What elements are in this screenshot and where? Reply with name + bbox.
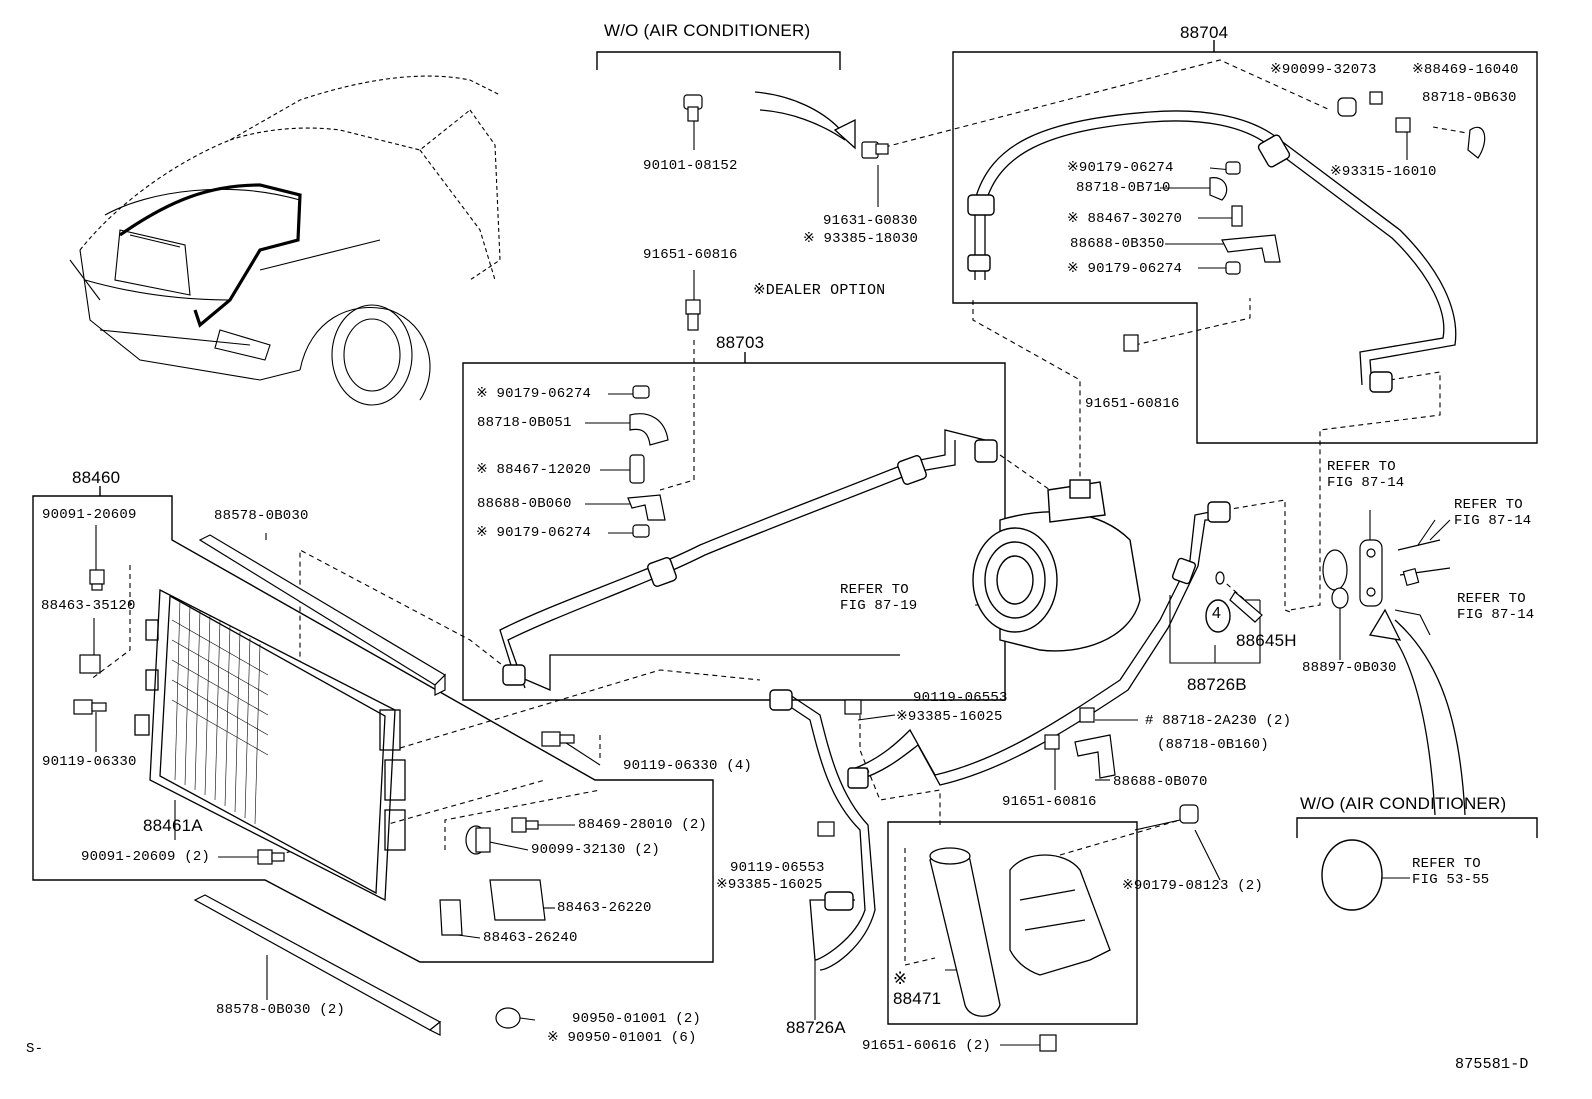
part-90119-06553-a[interactable]: 90119-06553 [913,690,1008,706]
rubber-bars [193,534,446,1036]
ref-fig-87-14-2-line1[interactable]: REFER TO [1454,497,1523,513]
part-90119-06330-b[interactable]: 90119-06330 (4) [623,758,753,774]
part-88578-0b030-b[interactable]: 88578-0B030 (2) [216,1002,346,1018]
part-90099-32073[interactable]: ※90099-32073 [1270,62,1377,78]
part-90179-08123[interactable]: ※90179-08123 (2) [1122,878,1263,894]
ref-fig-53-55-line2[interactable]: FIG 53-55 [1412,872,1490,888]
part-90091-20609-b[interactable]: 90091-20609 (2) [81,849,211,865]
dealer-option-note: ※DEALER OPTION [753,282,886,299]
part-91651-60816-b[interactable]: 91651-60816 [1085,396,1180,412]
ref-fig-87-14-1-line2[interactable]: FIG 87-14 [1327,475,1405,491]
wo-ac-bottom-header: W/O (AIR CONDITIONER) [1300,794,1507,813]
group-88471-label[interactable]: 88471 [893,989,942,1008]
part-88467-30270[interactable]: ※ 88467-30270 [1067,211,1183,227]
wo-ac-top-header: W/O (AIR CONDITIONER) [604,21,811,40]
part-88897-0b030[interactable]: 88897-0B030 [1302,660,1397,676]
ref-fig-87-14-3-line2[interactable]: FIG 87-14 [1457,607,1535,623]
ref-fig-87-14-2-line2[interactable]: FIG 87-14 [1454,513,1532,529]
wo-ac-top-bracket [596,51,841,70]
part-88463-35120[interactable]: 88463-35120 [41,598,136,614]
group-88460-box [32,486,714,963]
part-88645H-label[interactable]: 88645H [1236,631,1297,650]
dashed-leaders [89,59,1468,966]
cover-plug [1321,839,1383,911]
part-91651-60816-a[interactable]: 91651-60816 [643,247,738,263]
part-88469-16040[interactable]: ※88469-16040 [1412,62,1519,78]
part-90179-06274-d[interactable]: ※ 90179-06274 [476,525,592,541]
group-88703-label[interactable]: 88703 [716,333,765,352]
group-88703-box [462,352,1006,701]
ref-fig-87-14-3-line1[interactable]: REFER TO [1457,591,1526,607]
part-88688-0b070[interactable]: 88688-0B070 [1113,774,1208,790]
ref-fig-87-19-line2[interactable]: FIG 87-19 [840,598,918,614]
group-88471-mark: ※ [893,969,908,988]
part-93385-16025-a[interactable]: ※93385-16025 [896,709,1003,725]
part-88469-28010[interactable]: 88469-28010 (2) [578,817,708,833]
group-88460-label[interactable]: 88460 [72,468,121,487]
part-88688-0b060[interactable]: 88688-0B060 [477,496,572,512]
part-88726A-label[interactable]: 88726A [786,1018,846,1037]
receiver [929,847,1111,1017]
part-90950-01001-b[interactable]: ※ 90950-01001 (6) [547,1030,697,1046]
compressor [972,479,1141,652]
ref-fig-53-55-line1[interactable]: REFER TO [1412,856,1481,872]
footer-left-code: S- [26,1041,44,1057]
group-88471-box [887,821,1138,1025]
curved-arrows [754,91,1466,816]
pipes [499,110,1457,971]
drawing-number: 875581-D [1455,1056,1529,1073]
part-90950-01001-a[interactable]: 90950-01001 (2) [572,1011,702,1027]
hardware [73,91,1486,1052]
part-90099-32130[interactable]: 90099-32130 (2) [531,842,661,858]
part-90119-06330-a[interactable]: 90119-06330 [42,754,137,770]
part-88718-2a230[interactable]: # 88718-2A230 (2) [1145,713,1292,729]
part-90119-06553-b[interactable]: 90119-06553 [730,860,825,876]
car-illustration [69,75,501,406]
circle-4-label: 4 [1212,605,1222,622]
part-93385-16025-b[interactable]: ※93385-16025 [716,877,823,893]
part-88578-0b030-a[interactable]: 88578-0B030 [214,508,309,524]
part-91651-60816-c[interactable]: 91651-60816 [1002,794,1097,810]
part-88718-0b051[interactable]: 88718-0B051 [477,415,572,431]
condenser [134,588,406,902]
part-93315-16010[interactable]: ※93315-16010 [1330,164,1437,180]
wo-ac-bottom-bracket [1296,817,1538,838]
part-88718-0b630[interactable]: 88718-0B630 [1422,90,1517,106]
part-90179-06274-b[interactable]: ※ 90179-06274 [1067,261,1183,277]
part-91651-60616[interactable]: 91651-60616 (2) [862,1038,992,1054]
part-88688-0b350[interactable]: 88688-0B350 [1070,236,1165,252]
group-88704-box [952,40,1538,444]
part-93385-18030[interactable]: ※ 93385-18030 [803,231,919,247]
part-88467-12020[interactable]: ※ 88467-12020 [476,462,592,478]
part-88718-0b160[interactable]: (88718-0B160) [1157,737,1269,753]
ref-fig-87-14-1-line1[interactable]: REFER TO [1327,459,1396,475]
ref-fig-87-19-line1[interactable]: REFER TO [840,582,909,598]
part-88718-0b710[interactable]: 88718-0B710 [1076,180,1171,196]
part-88461A-label[interactable]: 88461A [143,816,203,835]
circle-4-marker [1205,599,1231,633]
part-90101-08152[interactable]: 90101-08152 [643,158,738,174]
part-90179-06274-a[interactable]: ※90179-06274 [1067,160,1174,176]
part-90179-06274-c[interactable]: ※ 90179-06274 [476,386,592,402]
part-88463-26240[interactable]: 88463-26240 [483,930,578,946]
fittings [502,134,1393,911]
part-91631-g0830[interactable]: 91631-G0830 [823,213,918,229]
group-88704-label[interactable]: 88704 [1180,23,1229,42]
group-88726B-label[interactable]: 88726B [1187,675,1247,694]
part-88463-26220[interactable]: 88463-26220 [557,900,652,916]
part-90091-20609-a[interactable]: 90091-20609 [42,507,137,523]
